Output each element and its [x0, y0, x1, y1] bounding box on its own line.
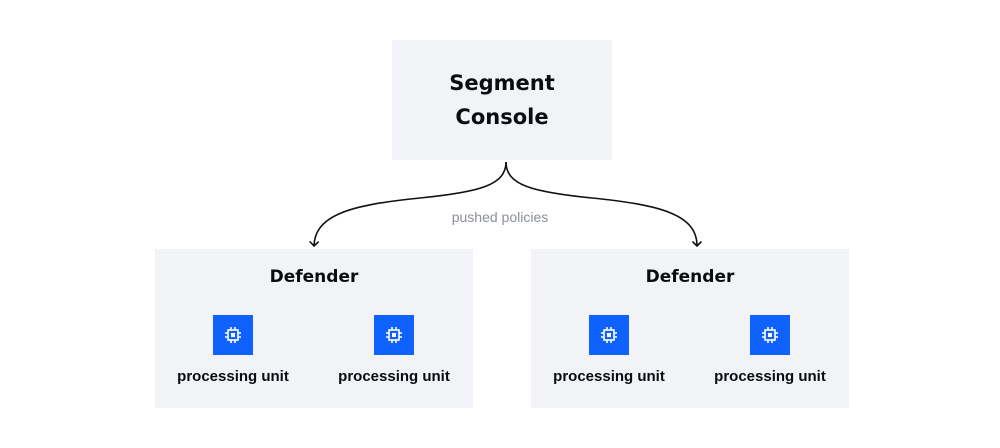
defender-node-left: Defender processing unit processing unit	[155, 249, 473, 408]
defender-node-right: Defender processing unit processing unit	[531, 249, 849, 408]
pushed-policies-label: pushed policies	[451, 209, 549, 225]
defender-title: Defender	[269, 267, 359, 287]
processing-unit-label: processing unit	[714, 368, 826, 385]
segment-console-node: Segment Console	[392, 40, 612, 160]
processing-unit-label: processing unit	[553, 368, 665, 385]
processing-unit: processing unit	[539, 315, 679, 385]
cpu-chip-icon	[589, 315, 629, 355]
defender-title: Defender	[645, 267, 735, 287]
cpu-chip-icon	[374, 315, 414, 355]
arrow-to-left-defender	[309, 161, 507, 247]
processing-unit: processing unit	[324, 315, 464, 385]
segment-console-title: Segment Console	[449, 71, 555, 129]
cpu-chip-icon	[213, 315, 253, 355]
processing-unit: processing unit	[700, 315, 840, 385]
cpu-chip-icon	[750, 315, 790, 355]
processing-unit-label: processing unit	[338, 368, 450, 385]
processing-unit-label: processing unit	[177, 368, 289, 385]
processing-unit: processing unit	[163, 315, 303, 385]
arrow-to-right-defender	[505, 161, 702, 247]
